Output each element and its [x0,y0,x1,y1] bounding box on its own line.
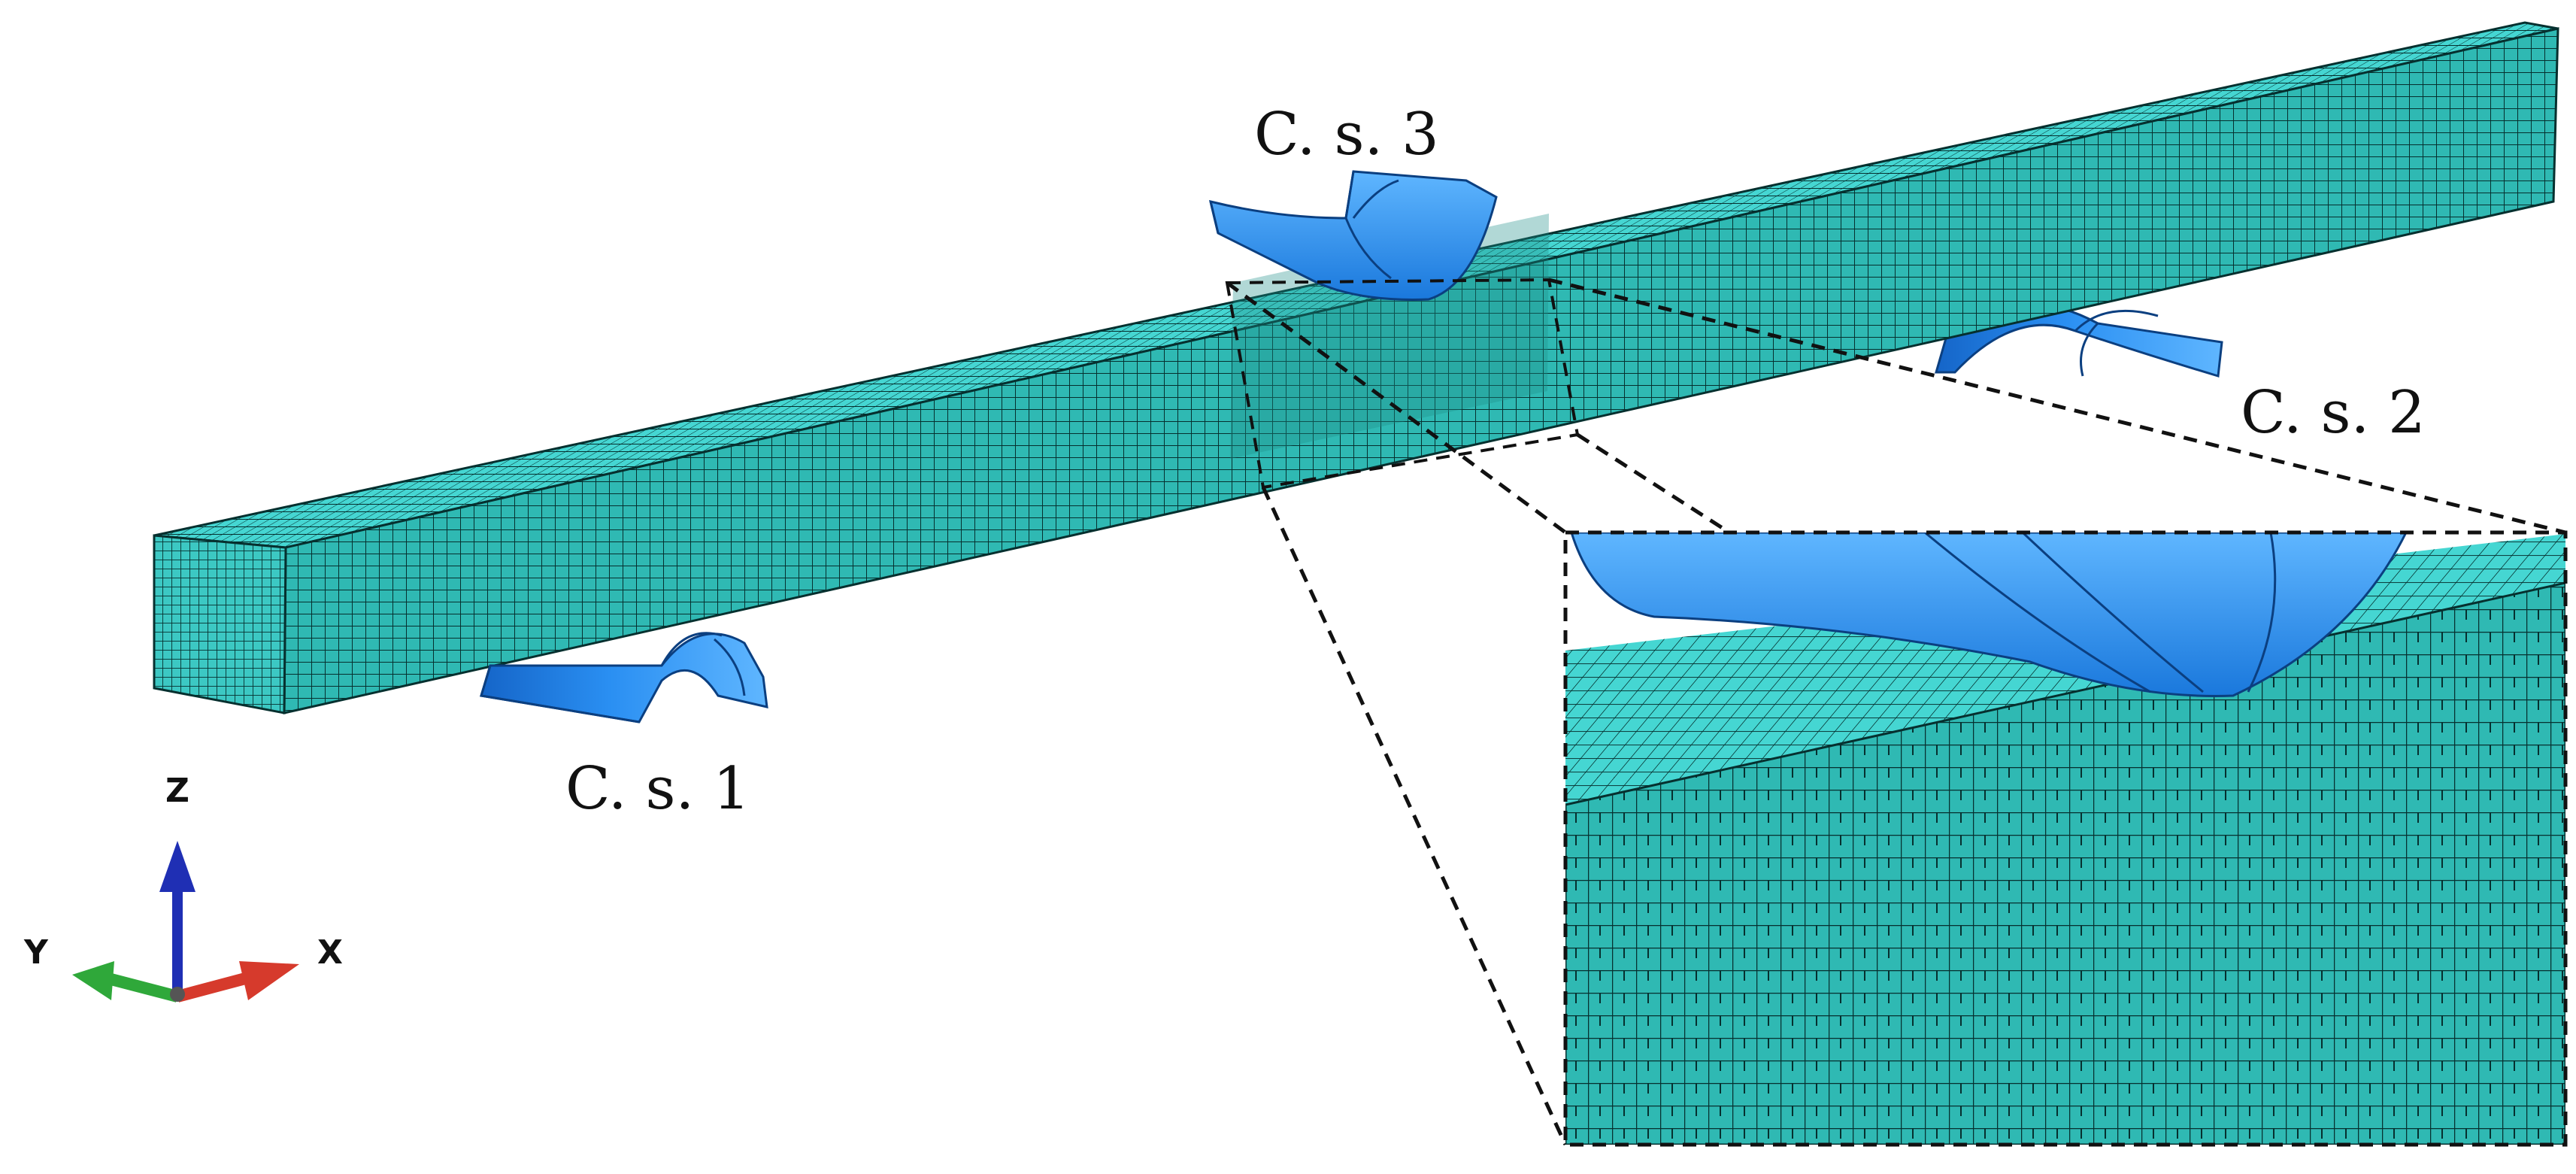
axis-label-z: Z [165,772,189,810]
axis-label-x: X [317,933,343,972]
axis-triad [72,841,299,1003]
label-support-1: C. s. 1 [565,755,750,823]
support-3 [1208,170,1498,301]
z-axis-arrowhead [159,841,195,892]
x-axis-shaft [175,972,250,1003]
label-support-2: C. s. 2 [2241,379,2426,447]
y-axis-shaft [103,972,180,1003]
zoom-inset [1563,530,2568,1147]
zoom-connectors [1225,278,2566,1146]
x-axis-arrowhead [239,961,299,1000]
support-1 [480,632,768,724]
z-axis-shaft [172,887,183,997]
axis-label-y: Y [24,933,48,972]
y-axis-arrowhead [72,961,114,1000]
label-support-3: C. s. 3 [1254,101,1439,168]
